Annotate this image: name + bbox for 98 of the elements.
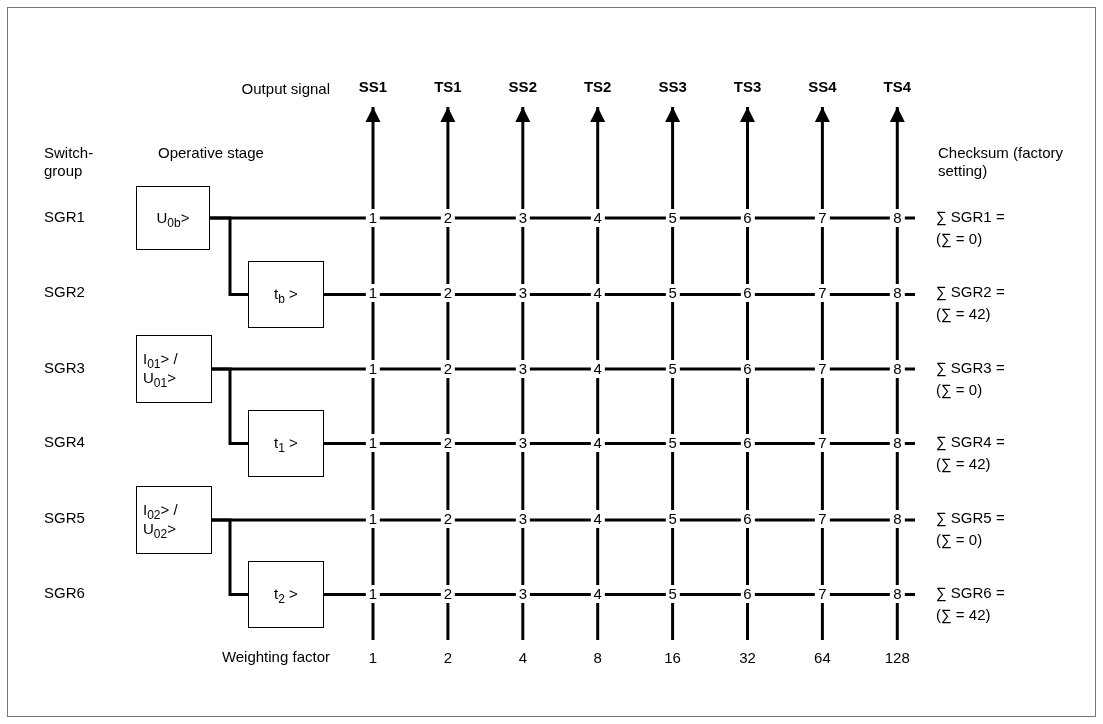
switch-number: 3 xyxy=(515,434,530,452)
switch-number: 7 xyxy=(815,284,830,302)
stage-box: t$_{1}$ > xyxy=(248,410,324,477)
switch-number: 4 xyxy=(590,284,605,302)
switch-number: 6 xyxy=(740,585,755,603)
signal-arrow xyxy=(740,107,755,640)
output-signal-label: TS2 xyxy=(583,78,612,95)
checksum-label: ∑ SGR6 = xyxy=(936,584,1005,602)
signal-arrow xyxy=(440,107,456,640)
switch-number: 8 xyxy=(890,510,905,528)
switch-number: 4 xyxy=(590,209,605,227)
switch-group-label: SGR5 xyxy=(44,509,85,527)
checksum-label: ∑ SGR5 = xyxy=(936,509,1005,527)
switch-number: 4 xyxy=(590,360,605,378)
switch-number: 3 xyxy=(515,585,530,603)
switch-number: 3 xyxy=(515,360,530,378)
checksum-value: (∑ = 0) xyxy=(936,381,983,399)
checksum-label: ∑ SGR1 = xyxy=(936,208,1005,226)
stage-box: t$_{b}$ > xyxy=(248,261,324,328)
output-signal-label: TS4 xyxy=(883,78,912,95)
output-signal-label: SS1 xyxy=(358,78,388,95)
stage-box: U$_{0b}$> xyxy=(136,186,210,250)
switch-number: 8 xyxy=(890,360,905,378)
branch-line xyxy=(210,216,248,296)
column-heading: Operative stage xyxy=(158,144,264,162)
switch-number: 5 xyxy=(665,360,680,378)
switch-number: 6 xyxy=(740,209,755,227)
switch-number: 8 xyxy=(890,209,905,227)
switch-number: 2 xyxy=(440,510,456,528)
signal-arrow xyxy=(590,107,606,640)
switch-number: 2 xyxy=(440,585,456,603)
switch-number: 3 xyxy=(515,284,530,302)
switch-number: 8 xyxy=(890,585,905,603)
switch-number: 3 xyxy=(515,209,530,227)
switch-number: 8 xyxy=(890,284,905,302)
switch-number: 7 xyxy=(815,360,830,378)
checksum-label: ∑ SGR3 = xyxy=(936,359,1005,377)
switch-number: 4 xyxy=(590,510,605,528)
switch-number: 7 xyxy=(815,510,830,528)
switch-group-line xyxy=(324,593,915,596)
switch-number: 3 xyxy=(515,510,530,528)
signal-arrow xyxy=(665,107,681,640)
switch-group-line xyxy=(324,442,915,445)
switch-number: 5 xyxy=(665,585,680,603)
switch-group-label: SGR1 xyxy=(44,208,85,226)
signal-arrow xyxy=(515,107,531,640)
signal-arrow xyxy=(814,107,830,640)
switch-number: 4 xyxy=(590,585,605,603)
switch-number: 1 xyxy=(365,284,381,302)
stage-box: t$_{2}$ > xyxy=(248,561,324,628)
switch-group-label: SGR3 xyxy=(44,359,85,377)
output-signal-label: TS1 xyxy=(434,78,462,95)
output-signal-label: SS4 xyxy=(808,78,837,95)
checksum-value: (∑ = 42) xyxy=(936,305,991,323)
switch-number: 2 xyxy=(440,284,456,302)
axis-title: Weighting factor xyxy=(221,648,330,666)
output-signal-label: SS3 xyxy=(658,78,687,95)
output-signal-label: SS2 xyxy=(508,78,537,95)
switch-number: 6 xyxy=(740,284,755,302)
switch-number: 5 xyxy=(665,209,680,227)
switch-group-label: SGR6 xyxy=(44,584,85,602)
switch-number: 5 xyxy=(665,434,680,452)
switch-number: 1 xyxy=(365,510,381,528)
switch-group-label: SGR4 xyxy=(44,433,85,451)
output-signal-label: TS3 xyxy=(733,78,762,95)
switch-number: 8 xyxy=(890,434,905,452)
switch-number: 7 xyxy=(815,209,830,227)
switch-number: 4 xyxy=(590,434,605,452)
stage-box: I$_{01}$> / U$_{01}$> xyxy=(136,335,212,403)
switch-number: 2 xyxy=(440,209,456,227)
switch-number: 2 xyxy=(440,360,456,378)
signal-arrow xyxy=(889,107,905,640)
branch-line xyxy=(212,367,248,445)
switch-number: 5 xyxy=(665,510,680,528)
checksum-label: ∑ SGR2 = xyxy=(936,283,1005,301)
checksum-value: (∑ = 0) xyxy=(936,230,983,248)
column-heading: Switch-group xyxy=(44,144,95,180)
checksum-label: ∑ SGR4 = xyxy=(936,433,1005,451)
switch-number: 1 xyxy=(365,585,381,603)
switch-number: 1 xyxy=(365,360,381,378)
checksum-value: (∑ = 42) xyxy=(936,606,991,624)
axis-title: Output signal xyxy=(241,80,330,98)
switch-number: 1 xyxy=(365,434,381,452)
switch-number: 7 xyxy=(815,434,830,452)
switch-number: 1 xyxy=(365,209,381,227)
switch-number: 2 xyxy=(440,434,456,452)
column-heading: Checksum (factory setting) xyxy=(938,144,1065,180)
checksum-value: (∑ = 42) xyxy=(936,455,991,473)
switch-number: 6 xyxy=(740,434,755,452)
stage-box: I$_{02}$> / U$_{02}$> xyxy=(136,486,212,554)
switch-number: 5 xyxy=(665,284,680,302)
switch-number: 6 xyxy=(740,360,755,378)
switch-group-line xyxy=(324,293,915,296)
checksum-value: (∑ = 0) xyxy=(936,531,983,549)
branch-line xyxy=(212,518,248,596)
switch-number: 7 xyxy=(815,585,830,603)
switch-number: 6 xyxy=(740,510,755,528)
switch-group-label: SGR2 xyxy=(44,283,85,301)
